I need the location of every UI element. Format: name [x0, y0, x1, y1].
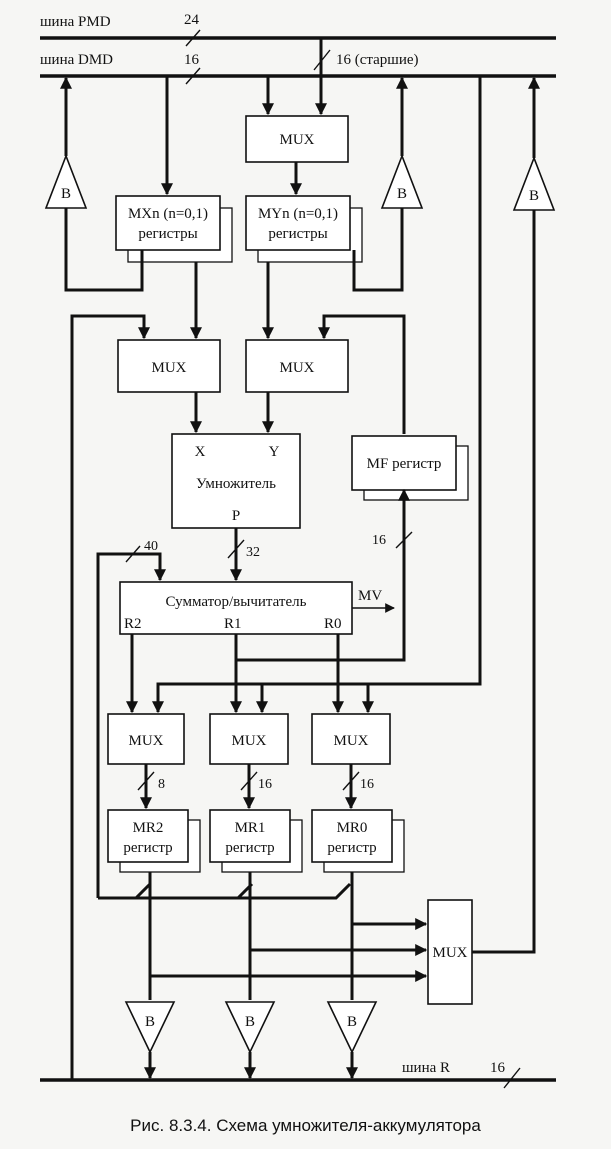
r-bus: шина R 16 [40, 1060, 556, 1089]
pmd-bus-width: 24 [184, 12, 200, 28]
svg-text:B: B [61, 186, 71, 202]
svg-text:16: 16 [258, 777, 272, 792]
svg-text:регистры: регистры [138, 226, 197, 242]
pmd-bus-label: шина PMD [40, 14, 111, 30]
mux-output: MUX [427, 899, 473, 1005]
svg-text:Сумматор/вычитатель: Сумматор/вычитатель [166, 594, 307, 610]
buffer-mr2: B [124, 1001, 176, 1080]
buffer-mux-output: B [512, 155, 556, 211]
svg-text:регистр: регистр [225, 840, 274, 856]
my-registers: MYn (n=0,1) регистры [245, 195, 363, 263]
svg-text:регистры: регистры [268, 226, 327, 242]
buffer-my-feedback: B [352, 76, 424, 292]
svg-text:B: B [397, 186, 407, 202]
multiplier-accumulator-diagram: шина PMD 24 шина DMD 16 16 (старшие) шин… [40, 12, 556, 1089]
svg-text:MUX: MUX [279, 360, 314, 376]
mux-x: MUX [117, 339, 221, 393]
svg-text:регистр: регистр [123, 840, 172, 856]
multiplier: X Y Умножитель P [171, 433, 301, 529]
svg-text:MV: MV [358, 588, 382, 604]
svg-text:регистр: регистр [327, 840, 376, 856]
top-input-wires [161, 38, 327, 196]
buffer-mr0: B [326, 1001, 378, 1080]
svg-text:16: 16 [372, 533, 386, 548]
svg-text:R2: R2 [124, 616, 142, 632]
svg-text:B: B [245, 1014, 255, 1030]
mr1-register: MR1 регистр [209, 809, 303, 873]
svg-text:P: P [232, 508, 240, 524]
mr2-register: MR2 регистр [107, 809, 201, 873]
svg-text:MUX: MUX [279, 132, 314, 148]
svg-text:Умножитель: Умножитель [196, 476, 276, 492]
mux-y: MUX [245, 339, 349, 393]
dmd-bus-width: 16 [184, 52, 200, 68]
buffer-mx-feedback: B [44, 76, 144, 292]
svg-text:MUX: MUX [333, 733, 368, 749]
svg-text:16: 16 [360, 777, 374, 792]
svg-text:MXn (n=0,1): MXn (n=0,1) [128, 206, 208, 222]
svg-text:MUX: MUX [128, 733, 163, 749]
svg-text:MUX: MUX [432, 945, 467, 961]
svg-text:MF регистр: MF регистр [367, 456, 442, 472]
buffer-mr1: B [224, 1001, 276, 1080]
mux-top: MUX [245, 115, 349, 163]
svg-text:Y: Y [269, 444, 280, 460]
mf-register: MF регистр [351, 435, 469, 501]
mux-mr0: MUX [311, 713, 391, 765]
svg-text:32: 32 [246, 545, 260, 560]
mr0-register: MR0 регистр [311, 809, 405, 873]
mux-mr1: MUX [209, 713, 289, 765]
dmd-bus-label: шина DMD [40, 52, 113, 68]
svg-text:MR1: MR1 [235, 820, 266, 836]
dmd-bus: шина DMD 16 16 (старшие) [40, 49, 556, 85]
r-bus-width: 16 [490, 1060, 506, 1076]
svg-text:B: B [347, 1014, 357, 1030]
svg-text:X: X [195, 444, 206, 460]
svg-text:R1: R1 [224, 616, 242, 632]
svg-text:R0: R0 [324, 616, 342, 632]
svg-text:B: B [145, 1014, 155, 1030]
mx-registers: MXn (n=0,1) регистры [115, 195, 233, 263]
figure-caption: Рис. 8.3.4. Схема умножителя-аккумулятор… [130, 1116, 481, 1135]
svg-text:MYn (n=0,1): MYn (n=0,1) [258, 206, 338, 222]
r-bus-label: шина R [402, 1060, 450, 1076]
dmd-upper-bits-label: 16 (старшие) [336, 52, 419, 68]
adder-subtractor: Сумматор/вычитатель R2 R1 R0 [119, 581, 353, 635]
svg-text:MR0: MR0 [337, 820, 368, 836]
svg-text:8: 8 [158, 777, 165, 792]
svg-text:MR2: MR2 [133, 820, 164, 836]
svg-text:MUX: MUX [231, 733, 266, 749]
mux-mr2: MUX [107, 713, 185, 765]
svg-text:MUX: MUX [151, 360, 186, 376]
pmd-bus: шина PMD 24 [40, 12, 556, 47]
svg-text:B: B [529, 188, 539, 204]
svg-text:40: 40 [144, 539, 158, 554]
